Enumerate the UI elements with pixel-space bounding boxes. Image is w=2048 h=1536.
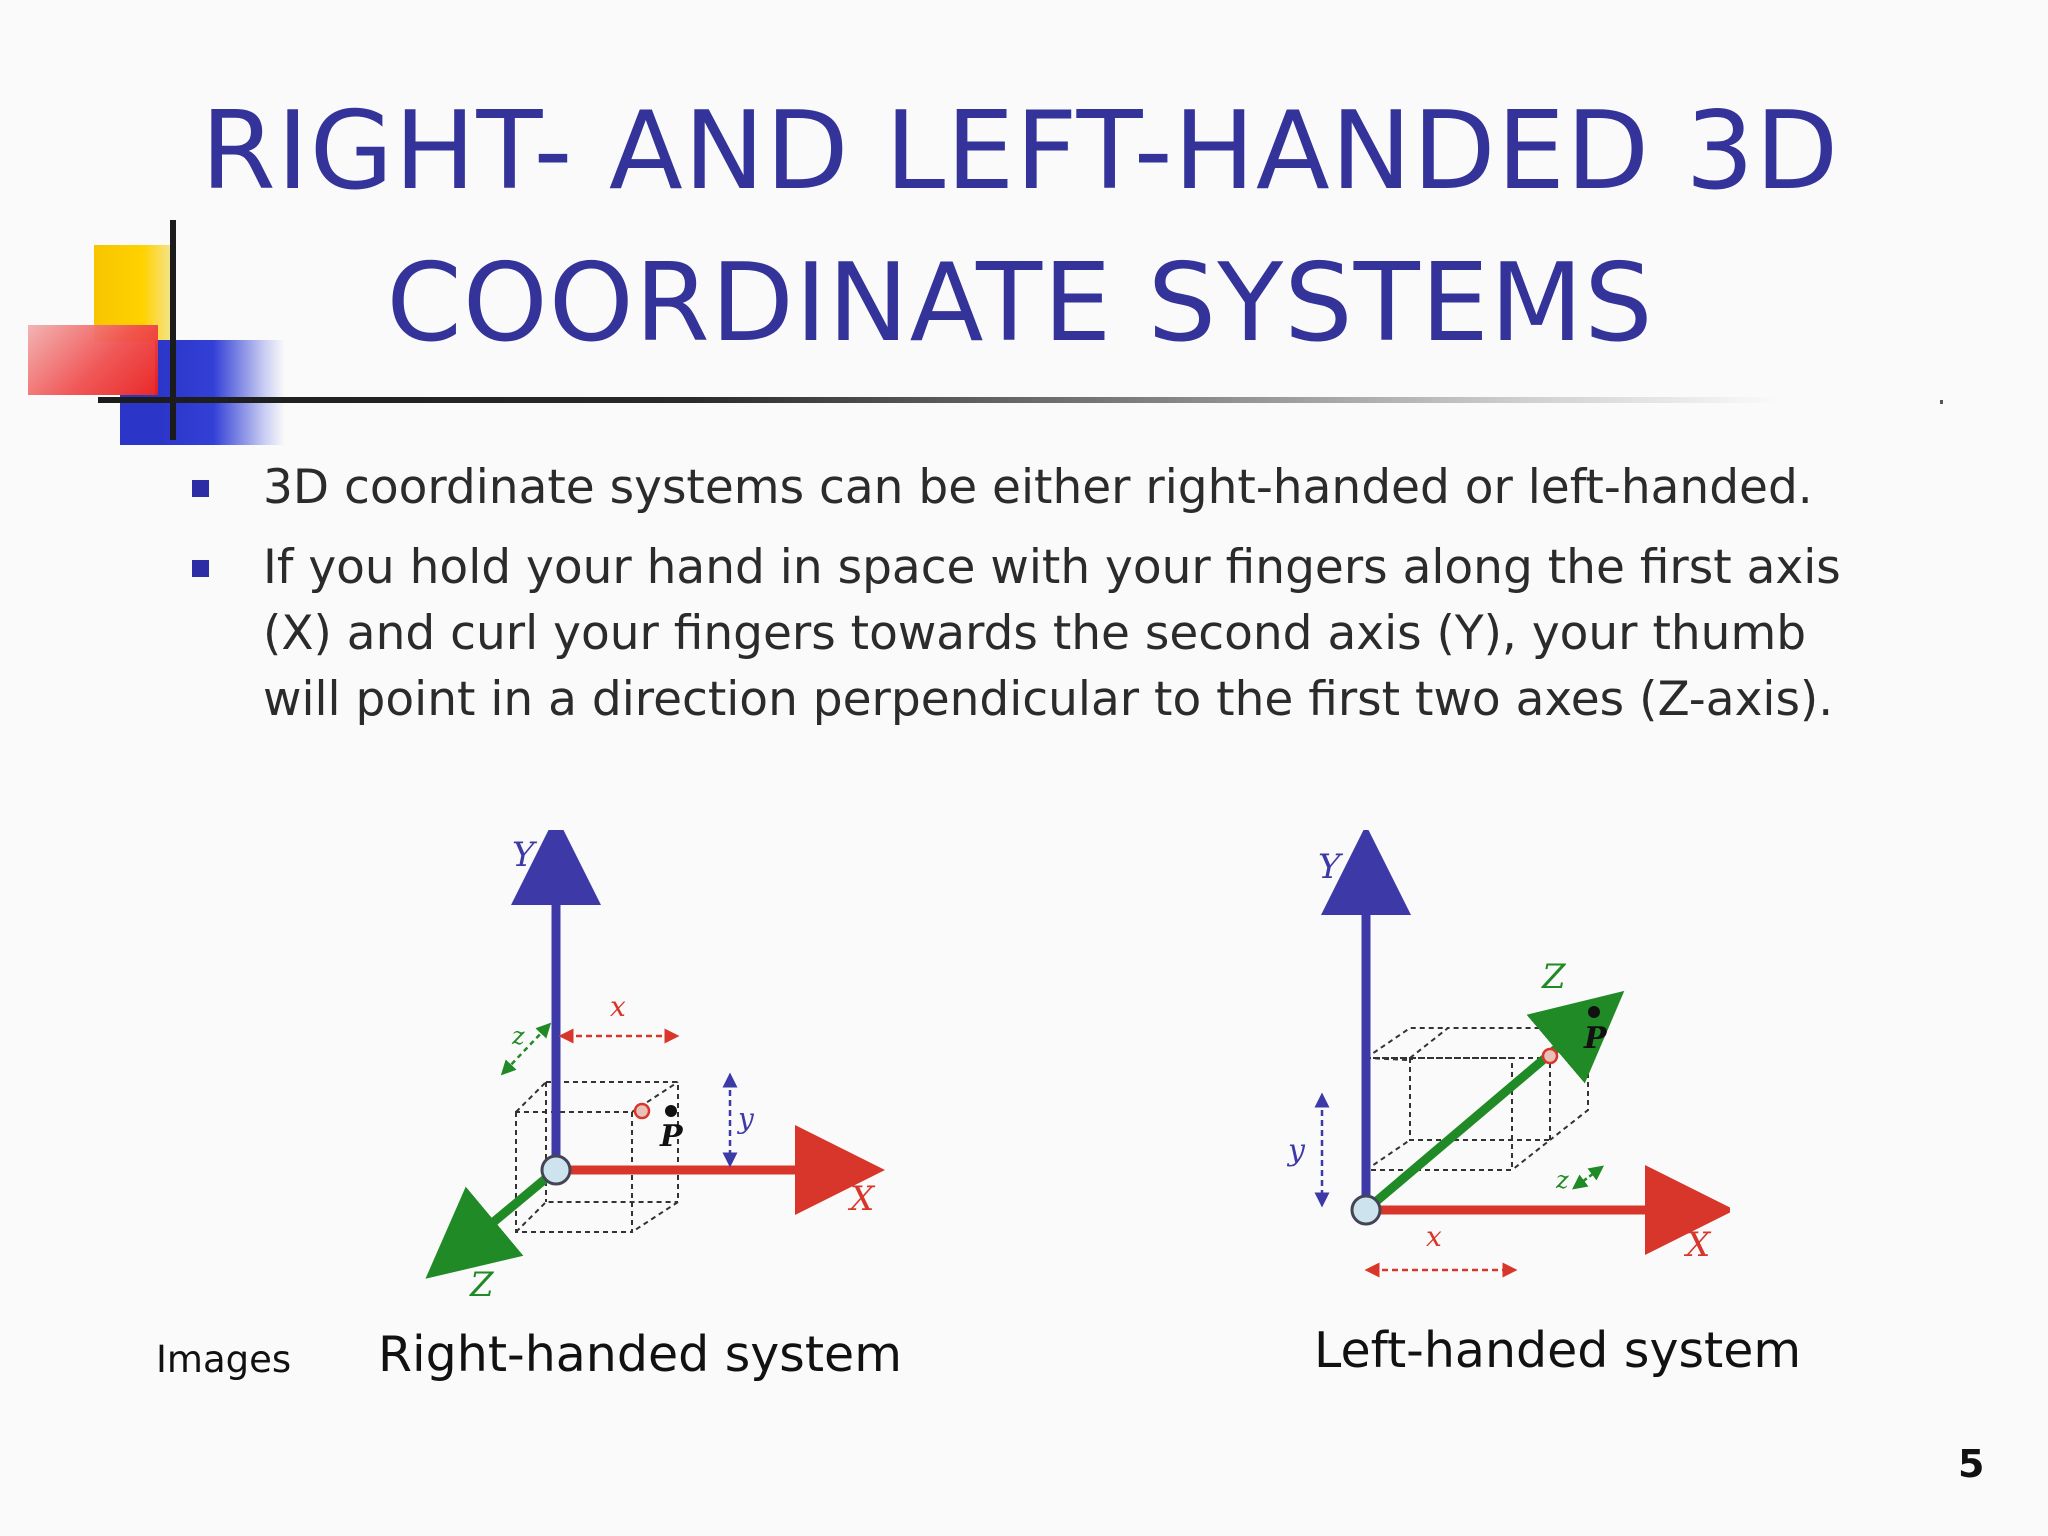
y-dimension-label: y — [736, 1102, 755, 1135]
z-axis-label: Z — [469, 1265, 495, 1305]
title-line-1: RIGHT- AND LEFT-HANDED 3D — [200, 89, 1840, 214]
decor-vertical-line — [170, 220, 176, 440]
y-axis-label: Y — [512, 835, 538, 875]
bullet-text: If you hold your hand in space with your… — [263, 540, 1841, 727]
title-line-2: COORDINATE SYSTEMS — [386, 241, 1654, 366]
bullet-item: 3D coordinate systems can be either righ… — [190, 455, 1890, 521]
decor-blue-block — [120, 395, 164, 445]
projection-point — [633, 1102, 651, 1120]
dashed-box — [515, 1081, 679, 1233]
images-label: Images — [156, 1338, 292, 1381]
bullet-text: 3D coordinate systems can be either righ… — [263, 460, 1813, 515]
decor-red-square — [28, 325, 158, 395]
point-p — [1588, 1006, 1600, 1018]
projection-point — [1541, 1047, 1559, 1065]
point-p-label: P — [1583, 1021, 1608, 1056]
y-dimension-label: y — [1286, 1133, 1306, 1168]
z-dimension-label: z — [1555, 1166, 1569, 1194]
z-axis-arrow — [425, 1166, 559, 1279]
z-dimension-label: z — [511, 1022, 525, 1050]
left-handed-diagram: Y X Z x y z P — [1286, 830, 1730, 1278]
bullet-list: 3D coordinate systems can be either righ… — [190, 455, 1890, 747]
right-handed-caption: Right-handed system — [378, 1326, 902, 1383]
x-dimension-label: x — [1426, 1220, 1442, 1253]
point-p — [665, 1105, 677, 1117]
slide-title: RIGHT- AND LEFT-HANDED 3D COORDINATE SYS… — [100, 76, 1940, 380]
y-axis-label: Y — [1318, 847, 1344, 887]
square-bullet-icon — [192, 560, 209, 577]
right-handed-diagram: Y X Z x y z P — [425, 830, 885, 1305]
square-bullet-icon — [192, 480, 209, 497]
decor-blue-square — [155, 340, 285, 445]
point-p-label: P — [659, 1119, 684, 1154]
x-dimension-label: x — [610, 990, 626, 1023]
bullet-item: If you hold your hand in space with your… — [190, 535, 1890, 733]
origin-point — [1350, 1194, 1382, 1226]
title-divider-line — [98, 397, 1778, 403]
z-dimension — [500, 1022, 552, 1076]
origin-point — [540, 1154, 572, 1186]
divider-dot — [1940, 400, 1943, 404]
x-axis-label: X — [847, 1179, 876, 1219]
left-handed-caption: Left-handed system — [1314, 1322, 1802, 1379]
z-axis-label: Z — [1541, 957, 1567, 997]
x-axis-label: X — [1683, 1225, 1712, 1265]
page-number: 5 — [1958, 1442, 1985, 1486]
z-dimension — [1572, 1165, 1604, 1190]
